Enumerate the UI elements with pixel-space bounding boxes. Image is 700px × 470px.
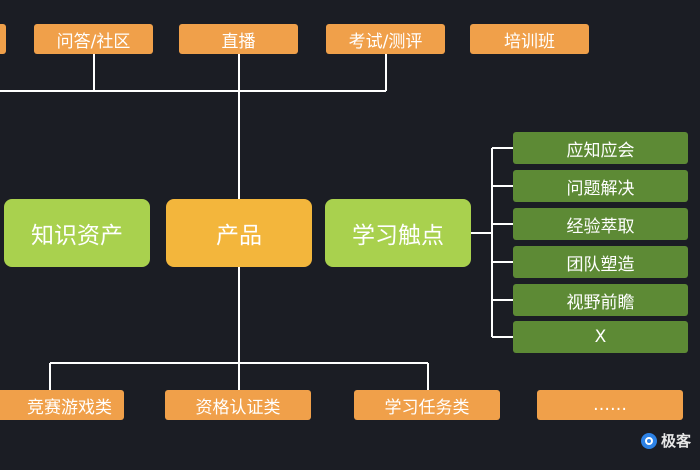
watermark-text: 极客 [661,432,692,450]
touchpoint-item: 应知应会 [513,132,688,164]
product-box: 产品 [166,199,312,267]
touchpoint-item: 团队塑造 [513,246,688,278]
touchpoints-box: 学习触点 [325,199,471,267]
touchpoint-item: 经验萃取 [513,208,688,240]
watermark: 极客 [641,430,691,451]
bottom-box-learning-tasks: 学习任务类 [354,390,500,420]
top-box-training: 培训班 [470,24,589,54]
top-box-qa-community: 问答/社区 [34,24,153,54]
bottom-box-more: …… [537,390,683,420]
touchpoint-item: X [513,321,688,353]
logo-icon [641,432,657,449]
knowledge-assets-box: 知识资产 [4,199,150,267]
bottom-box-certification: 资格认证类 [165,390,311,420]
top-box-live: 直播 [179,24,298,54]
top-partial-box [0,24,6,54]
bottom-box-competition: 竞赛游戏类 [0,390,124,420]
touchpoint-item: 视野前瞻 [513,284,688,316]
touchpoint-item: 问题解决 [513,170,688,202]
top-box-exam: 考试/测评 [326,24,445,54]
